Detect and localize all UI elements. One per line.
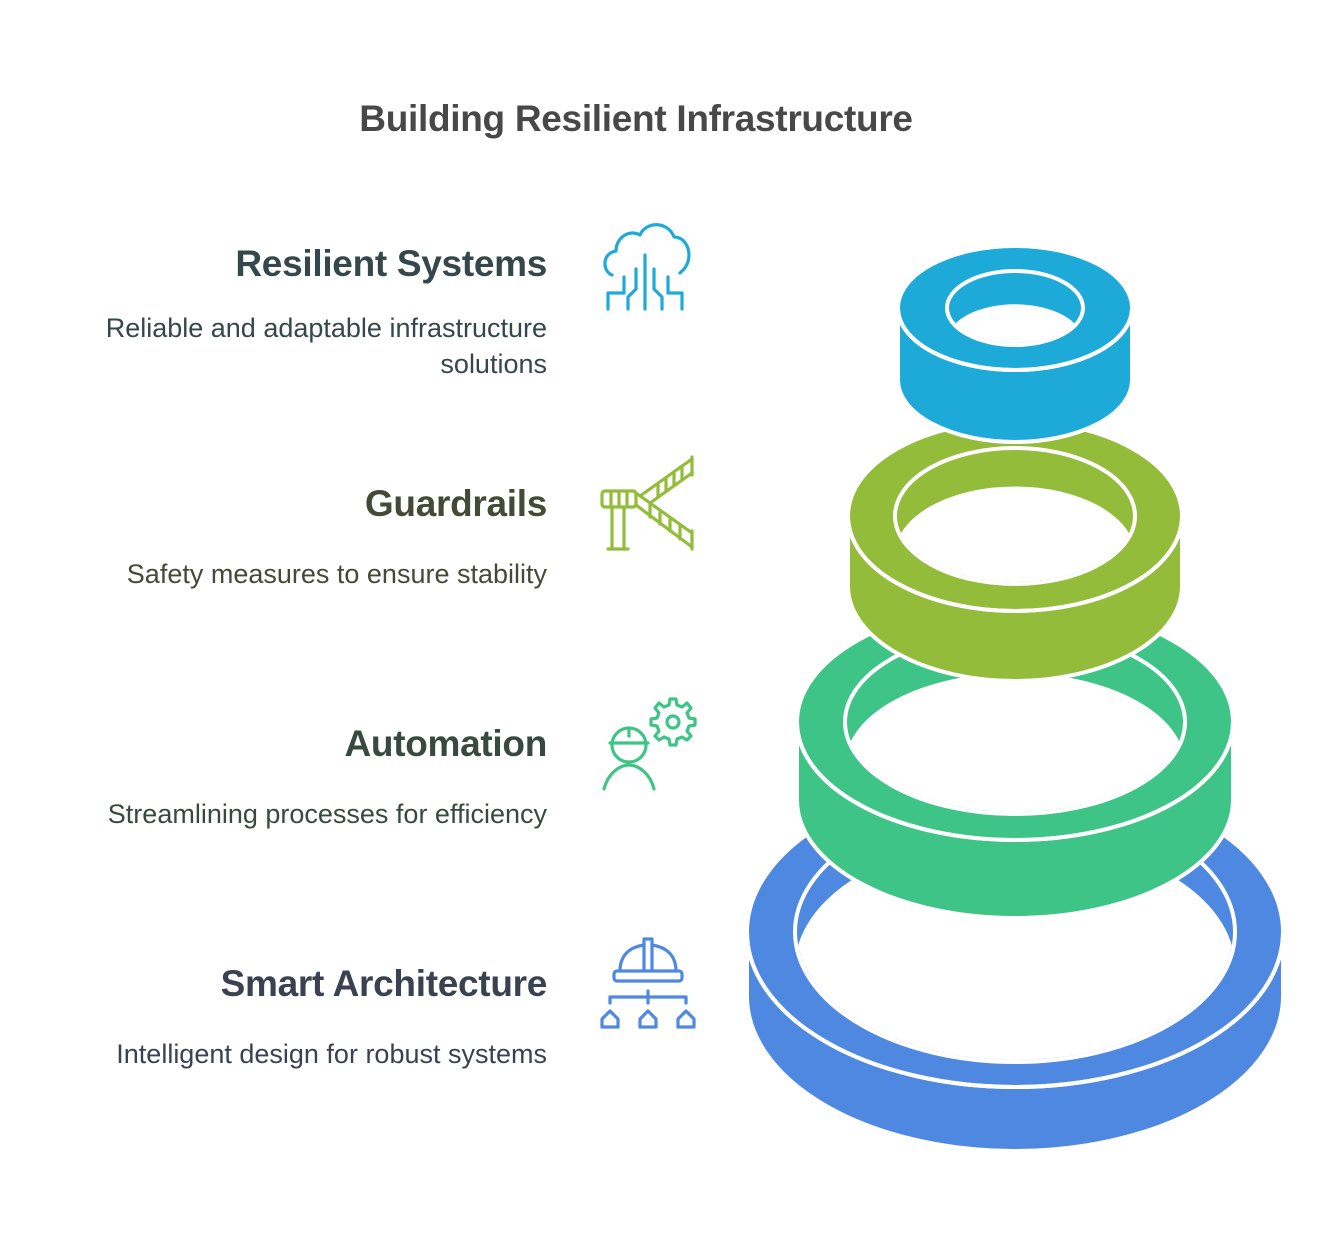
ring-resilient-systems-opening xyxy=(949,304,1081,343)
item-description: Reliable and adaptable infrastructure so… xyxy=(27,310,547,382)
ring-resilient-systems-rim xyxy=(896,307,1134,372)
item-guardrails: Guardrails Safety measures to ensure sta… xyxy=(27,482,548,592)
item-description: Intelligent design for robust systems xyxy=(27,1036,547,1072)
ring-automation-rim xyxy=(795,721,1235,842)
guardrail-stairs-icon xyxy=(598,453,698,553)
diagram-title: Building Resilient Infrastructure xyxy=(359,98,913,139)
item-resilient-systems: Resilient Systems Reliable and adaptable… xyxy=(27,242,548,382)
description-line: solutions xyxy=(440,349,547,379)
ring-guardrails-opening xyxy=(897,486,1133,582)
cloud-circuit-icon xyxy=(598,213,698,313)
ring-smart-architecture-rim xyxy=(745,931,1285,1089)
worker-gear-icon xyxy=(598,693,698,793)
hardhat-hierarchy-icon xyxy=(598,933,698,1033)
item-heading: Guardrails xyxy=(364,483,547,524)
description-line: Reliable and adaptable infrastructure xyxy=(105,313,547,343)
description-line: Streamlining processes for efficiency xyxy=(107,799,547,829)
item-smart-architecture: Smart Architecture Intelligent design fo… xyxy=(27,962,547,1072)
ring-guardrails-rim xyxy=(846,515,1184,613)
item-automation: Automation Streamlining processes for ef… xyxy=(27,722,548,832)
item-heading: Smart Architecture xyxy=(220,963,548,1004)
item-description: Streamlining processes for efficiency xyxy=(27,796,547,832)
description-line: Intelligent design for robust systems xyxy=(116,1039,547,1069)
item-description: Safety measures to ensure stability xyxy=(27,556,547,592)
item-heading: Automation xyxy=(344,723,547,764)
item-heading: Resilient Systems xyxy=(235,243,547,284)
description-line: Safety measures to ensure stability xyxy=(126,559,547,589)
